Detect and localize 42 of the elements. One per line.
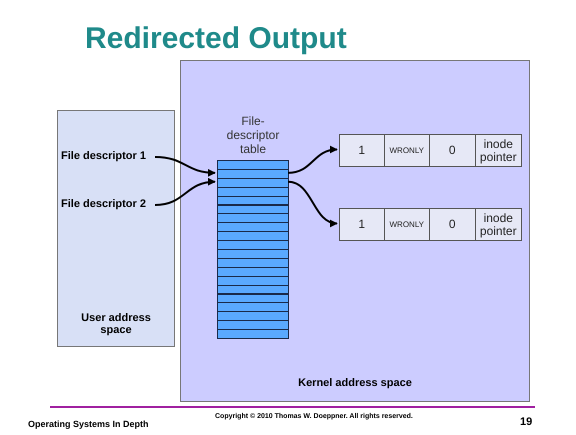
descriptor-label: File descriptor 2 xyxy=(61,198,153,214)
table-row xyxy=(217,196,289,206)
table-row xyxy=(217,240,289,250)
descriptor-label: File descriptor 1 xyxy=(61,150,153,166)
file-table-entry xyxy=(339,208,522,241)
entry-field: inode pointer xyxy=(474,135,521,166)
entry-field: inode pointer xyxy=(474,209,521,240)
entry-field: 0 xyxy=(429,135,475,166)
table-row xyxy=(217,276,289,286)
table-row xyxy=(217,311,289,322)
table-row xyxy=(217,160,289,170)
panel-label: Kernel address space xyxy=(297,377,413,389)
slide-title: Redirected Output xyxy=(85,22,347,56)
entry-field: 1 xyxy=(340,135,384,166)
table-row xyxy=(217,302,289,312)
arrow xyxy=(154,156,216,177)
arrow xyxy=(288,180,338,226)
entry-field: 1 xyxy=(340,209,384,240)
table-row xyxy=(217,266,289,277)
address-space-panel xyxy=(57,110,175,347)
table-row xyxy=(217,178,289,188)
table-row xyxy=(217,249,289,259)
table-row xyxy=(217,284,289,294)
arrow xyxy=(288,146,338,174)
panel-label: User address space xyxy=(80,312,152,336)
table-row xyxy=(217,222,289,232)
table-row xyxy=(217,186,289,197)
table-row xyxy=(217,231,289,242)
footer-text: Operating Systems In Depth xyxy=(28,419,149,429)
table-row xyxy=(217,320,289,330)
entry-field: WRONLY xyxy=(384,209,430,240)
table-row xyxy=(217,168,289,179)
entry-field: 0 xyxy=(429,209,475,240)
address-space-panel xyxy=(180,60,530,402)
table-heading: File-descriptor table xyxy=(226,114,280,156)
table-row xyxy=(217,213,289,224)
file-table-entry xyxy=(339,134,522,167)
arrow xyxy=(154,178,216,206)
entry-field: WRONLY xyxy=(384,135,430,166)
table-row xyxy=(217,258,289,268)
table-row xyxy=(217,329,289,339)
page-number: 19 xyxy=(520,416,532,428)
